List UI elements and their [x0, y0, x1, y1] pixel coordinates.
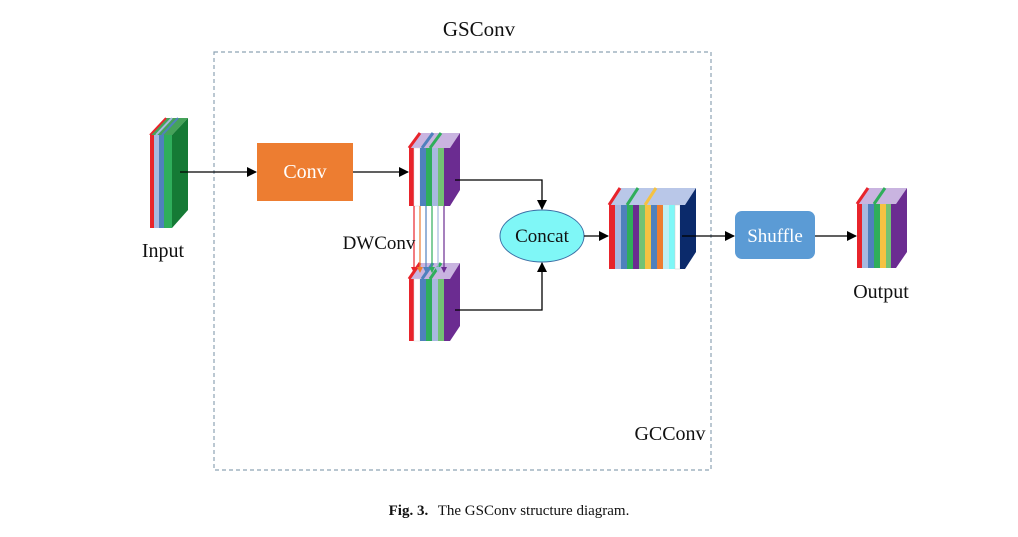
conv-box: [257, 143, 353, 201]
output-label: Output: [853, 281, 909, 303]
caption-text: The GSConv structure diagram.: [437, 503, 630, 519]
dwconv-label: DWConv: [343, 233, 416, 254]
output-feature-block: [855, 187, 907, 268]
outer-title: GSConv: [443, 17, 516, 41]
caption-label: Fig. 3.: [388, 503, 429, 519]
gcconv-label: GCConv: [634, 423, 705, 445]
gsconv-boundary: [213, 51, 712, 471]
concat-label: Concat: [515, 226, 570, 247]
concat-feature-block: [607, 187, 696, 270]
conv-label: Conv: [283, 161, 326, 183]
shuffle-box: [735, 211, 815, 259]
figure-caption: Fig. 3. The GSConv structure diagram.: [0, 503, 1018, 520]
flow-arrows: [180, 167, 857, 311]
depthwise-connectors: [411, 206, 447, 273]
input-feature-block: [149, 117, 188, 228]
arrow-top-to-concat: [455, 179, 547, 210]
dwconv-bottom-block: [407, 262, 460, 342]
dwconv-top-block: [407, 132, 460, 207]
shuffle-label: Shuffle: [747, 226, 803, 247]
input-label: Input: [142, 240, 185, 262]
arrow-bottom-to-concat: [455, 262, 547, 311]
